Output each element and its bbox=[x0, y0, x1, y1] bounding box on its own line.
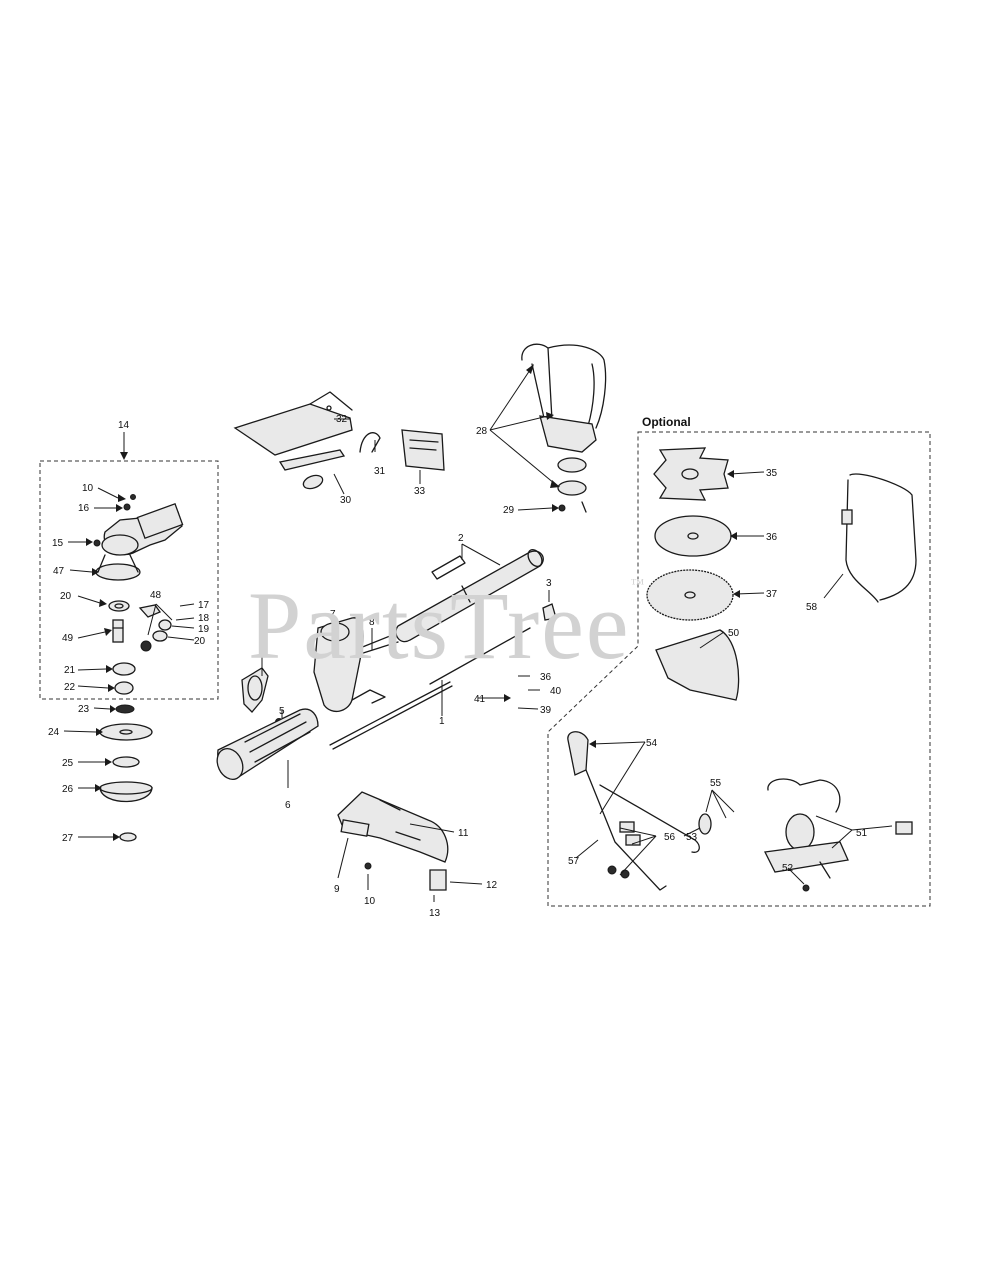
callout-20b: 20 bbox=[194, 636, 206, 647]
leader-lines bbox=[63, 364, 893, 902]
callout-41: 41 bbox=[474, 694, 486, 705]
callout-56: 56 bbox=[664, 832, 676, 843]
callout-8: 8 bbox=[369, 617, 375, 628]
callout-5: 5 bbox=[279, 706, 285, 717]
callout-11: 11 bbox=[458, 828, 469, 839]
callout-12: 12 bbox=[486, 880, 498, 891]
blade-shield bbox=[655, 629, 740, 701]
callout-23: 23 bbox=[78, 704, 90, 715]
handle-kit bbox=[567, 731, 712, 891]
spindle-stack bbox=[108, 600, 172, 695]
callout-17: 17 bbox=[198, 600, 210, 611]
callout-25: 25 bbox=[62, 758, 74, 769]
gear-head-box bbox=[39, 460, 219, 700]
callout-51: 51 bbox=[856, 828, 868, 839]
callout-27: 27 bbox=[62, 833, 74, 844]
callout-29: 29 bbox=[503, 505, 515, 516]
callout-36: 36 bbox=[766, 532, 778, 543]
callout-49: 49 bbox=[62, 633, 74, 644]
callout-7: 7 bbox=[330, 609, 336, 620]
callout-21: 21 bbox=[64, 665, 76, 676]
callout-54: 54 bbox=[646, 738, 658, 749]
callout-55: 55 bbox=[710, 778, 722, 789]
callout-15: 15 bbox=[52, 538, 64, 549]
callout-labels: 14 10 16 15 47 20 48 17 18 19 20 49 21 2… bbox=[48, 414, 868, 919]
callout-19: 19 bbox=[198, 624, 210, 635]
blade-adapter-stack bbox=[99, 704, 153, 842]
tool-kit bbox=[233, 391, 445, 490]
callout-30: 30 bbox=[340, 495, 352, 506]
callout-26: 26 bbox=[62, 784, 74, 795]
gear-head-housing bbox=[95, 502, 184, 581]
callout-2: 2 bbox=[458, 533, 464, 544]
callout-13: 13 bbox=[429, 908, 441, 919]
callout-53: 53 bbox=[686, 832, 698, 843]
saw-blade bbox=[646, 569, 734, 621]
drive-shaft-tube bbox=[329, 548, 557, 750]
callout-32: 32 bbox=[336, 414, 348, 425]
callout-48: 48 bbox=[150, 590, 162, 601]
clamp-knob bbox=[241, 667, 283, 726]
callout-16: 16 bbox=[78, 503, 90, 514]
callout-9: 9 bbox=[334, 884, 340, 895]
callout-3: 3 bbox=[546, 578, 552, 589]
callout-39: 39 bbox=[540, 705, 552, 716]
bike-handle-kit bbox=[764, 778, 913, 892]
callout-22: 22 bbox=[64, 682, 76, 693]
callout-57: 57 bbox=[568, 856, 580, 867]
callout-18: 18 bbox=[198, 613, 210, 624]
callout-35: 35 bbox=[766, 468, 778, 479]
callout-1: 1 bbox=[439, 716, 445, 727]
callout-24: 24 bbox=[48, 727, 60, 738]
callout-10b: 10 bbox=[364, 896, 376, 907]
callout-37: 37 bbox=[766, 589, 778, 600]
callout-20a: 20 bbox=[60, 591, 72, 602]
callout-33: 33 bbox=[414, 486, 426, 497]
blade-four-tooth bbox=[653, 447, 729, 501]
callout-6: 6 bbox=[285, 800, 291, 811]
blade-guard bbox=[337, 791, 449, 891]
callout-50: 50 bbox=[728, 628, 740, 639]
callout-31: 31 bbox=[374, 466, 386, 477]
grip bbox=[216, 708, 319, 781]
callout-36-shaft: 36 bbox=[540, 672, 552, 683]
harness bbox=[845, 473, 917, 603]
callout-28: 28 bbox=[476, 426, 488, 437]
gear-head-assembly bbox=[39, 432, 219, 842]
callout-10a: 10 bbox=[82, 483, 94, 494]
callout-58: 58 bbox=[806, 602, 818, 613]
callout-14: 14 bbox=[118, 420, 130, 431]
callout-52: 52 bbox=[782, 863, 794, 874]
blade-eight-tooth bbox=[654, 515, 732, 557]
callout-47: 47 bbox=[53, 566, 65, 577]
optional-heading: Optional bbox=[642, 415, 691, 429]
handle-bar-assembly bbox=[521, 343, 607, 513]
callout-4: 4 bbox=[259, 643, 265, 654]
callout-40: 40 bbox=[550, 686, 562, 697]
optional-section: Optional bbox=[547, 415, 931, 907]
throttle-housing bbox=[313, 617, 399, 713]
